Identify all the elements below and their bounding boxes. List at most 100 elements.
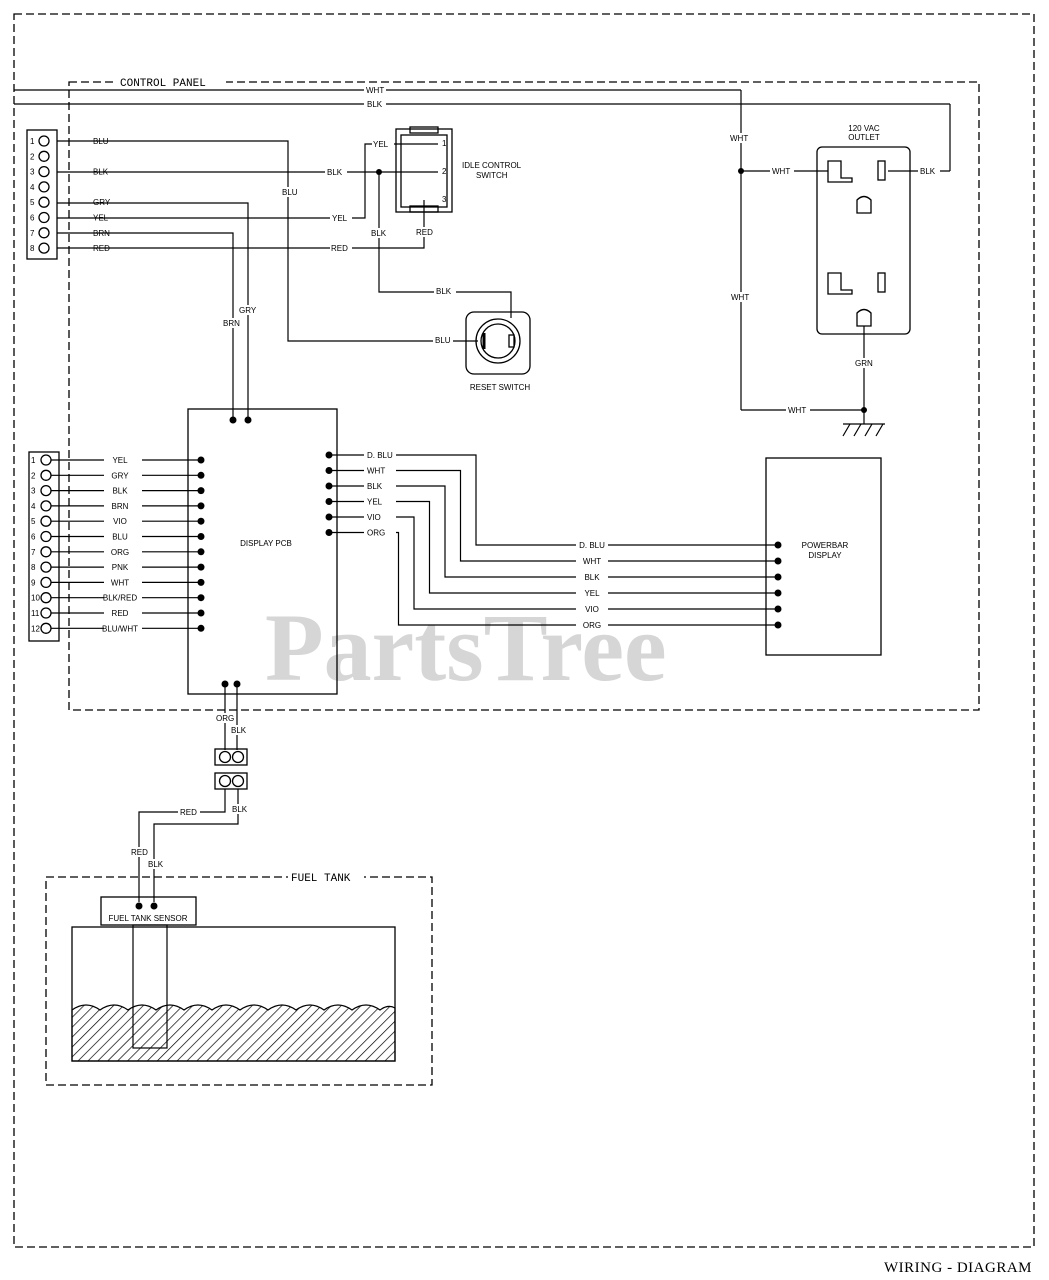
powerbar-pin: [774, 621, 782, 629]
idle-switch-label-line1: IDLE CONTROL: [462, 161, 522, 170]
pcb-wire-label: D. BLU: [367, 451, 393, 460]
pcb-pin: [197, 487, 205, 495]
control-wiring: BLU BLU BLK BLK BLK YEL YEL RED RED GRY …: [57, 139, 512, 424]
wire-label-gry-vertical: GRY: [239, 306, 257, 315]
wire-label-red-mid: RED: [331, 244, 348, 253]
idle-switch-pin-3: 3: [442, 195, 447, 204]
connector-12-pin-number: 8: [31, 563, 36, 572]
sheet-border: [13, 13, 1035, 1248]
powerbar-label-line2: DISPLAY: [808, 551, 842, 560]
powerbar-wire-label: VIO: [585, 605, 599, 614]
powerbar-pin: [774, 573, 782, 581]
wire-label-plug-blk: BLK: [232, 805, 248, 814]
powerbar-wire-label: ORG: [583, 621, 601, 630]
connector-8-wire-label: BRN: [93, 229, 110, 238]
reset-switch-label: RESET SWITCH: [470, 383, 531, 392]
connector-8-pin-number: 3: [30, 168, 35, 177]
connector-12-wire-label: BRN: [112, 502, 129, 511]
wire-label-wht-vertical: WHT: [730, 134, 748, 143]
diagram-title: WIRING - DIAGRAM: [884, 1260, 1032, 1276]
fuel-sensor-label: FUEL TANK SENSOR: [109, 914, 188, 923]
pcb-wire-label: ORG: [367, 529, 385, 538]
idle-switch-pin-2: 2: [442, 167, 447, 176]
connector-8-pin-number: 1: [30, 137, 35, 146]
idle-control-switch: 1 2 3 IDLE CONTROL SWITCH: [395, 126, 522, 213]
connector-8-pin-number: 8: [30, 244, 35, 253]
connector-12-pin-number: 6: [31, 533, 36, 542]
connector-12-wire-label: GRY: [111, 471, 129, 480]
wire-label-brn-vertical: BRN: [223, 319, 240, 328]
pcb-pin: [197, 578, 205, 586]
pcb-pin: [197, 563, 205, 571]
pcb-pin: [197, 471, 205, 479]
connector-8-pin-number: 2: [30, 152, 35, 161]
pcb-pin: [197, 609, 205, 617]
connector-12-pin-socket: [40, 515, 52, 527]
wire-label-blu-vertical: BLU: [282, 188, 298, 197]
wire-label-red-switch: RED: [416, 228, 433, 237]
pcb-wire-label: BLK: [367, 482, 383, 491]
connector-8-pin-number: 5: [30, 198, 35, 207]
pcb-pin: [197, 456, 205, 464]
connector-8-pin-socket: [38, 181, 50, 193]
wire-label-top-wht: WHT: [366, 86, 384, 95]
powerbar-label-line1: POWERBAR: [802, 541, 849, 550]
wire-label-yel-switch: YEL: [332, 214, 348, 223]
wire-label-pcb-org: ORG: [216, 714, 234, 723]
wire-label-wht-ground: WHT: [788, 406, 806, 415]
outlet-120vac: 120 VAC OUTLET GRN: [816, 124, 911, 437]
pcb-pin: [197, 594, 205, 602]
wire-label-blu-reset: BLU: [435, 336, 451, 345]
control-panel-title: CONTROL PANEL: [120, 78, 206, 90]
pcb-wire-label: WHT: [367, 467, 385, 476]
connector-12-pin-socket: [40, 546, 52, 558]
connector-12-pin-socket: [40, 469, 52, 481]
powerbar-pin: [774, 557, 782, 565]
connector-8-pin-socket: [38, 165, 50, 178]
connector-12-pin-socket: [40, 561, 52, 573]
connector-12-wire-label: ORG: [111, 548, 129, 557]
wire-label-top-blk: BLK: [367, 100, 383, 109]
powerbar-wire-label: BLK: [584, 573, 600, 582]
wire-label-plug-red: RED: [180, 808, 197, 817]
pcb-powerbar-wire: [329, 500, 778, 594]
connector-8-wire-label: GRY: [93, 198, 111, 207]
reset-switch: RESET SWITCH: [465, 311, 531, 392]
pcb-powerbar-wire: [329, 454, 778, 546]
connector-12-wire-label: YEL: [112, 456, 128, 465]
wire-label-wht-outlet: WHT: [772, 167, 790, 176]
pcb-pin: [197, 533, 205, 540]
wire-label-blk-switch: BLK: [327, 168, 343, 177]
pcb-pin: [197, 517, 205, 525]
connector-12-wire-label: BLK: [112, 487, 128, 496]
connector-8-wire-label: YEL: [93, 214, 109, 223]
feed-wires: WHT BLK WHT WHT WHT WHT BLK: [14, 85, 951, 415]
connector-12-pin-number: 4: [31, 502, 36, 511]
connector-12-pin-number: 2: [31, 471, 36, 480]
pcb-pin: [197, 548, 205, 556]
connector-12-pin-socket: [40, 576, 52, 589]
connector-8-pin-socket: [38, 196, 50, 208]
connector-12-pin-socket: [40, 607, 52, 619]
outlet-label-line1: 120 VAC: [848, 124, 880, 133]
connector-8-pin-number: 7: [30, 229, 35, 238]
pcb-to-fuel-wiring: ORG BLK BLK RED RED BLK: [130, 680, 250, 902]
powerbar-display: POWERBAR DISPLAY: [765, 457, 882, 656]
connector-12-pin-socket: [40, 484, 52, 497]
connector-12-pin-socket: [40, 454, 52, 466]
connector-12-pin-socket: [40, 622, 52, 634]
pcb-powerbar-wire: [329, 485, 778, 578]
connector-8-wire-label: BLU: [93, 137, 109, 146]
powerbar-pin: [774, 605, 782, 613]
connector-8-pin-number: 6: [30, 214, 35, 223]
connector-12-pin-number: 9: [31, 578, 36, 587]
idle-switch-pin-1: 1: [442, 139, 447, 148]
connector-12-pin-socket: [40, 592, 52, 604]
fuel-tank-title: FUEL TANK: [291, 873, 351, 885]
connector-12-pin-number: 11: [31, 609, 40, 618]
connector-8-pin-socket: [38, 242, 50, 254]
connector-12-pin-number: 12: [31, 624, 40, 633]
